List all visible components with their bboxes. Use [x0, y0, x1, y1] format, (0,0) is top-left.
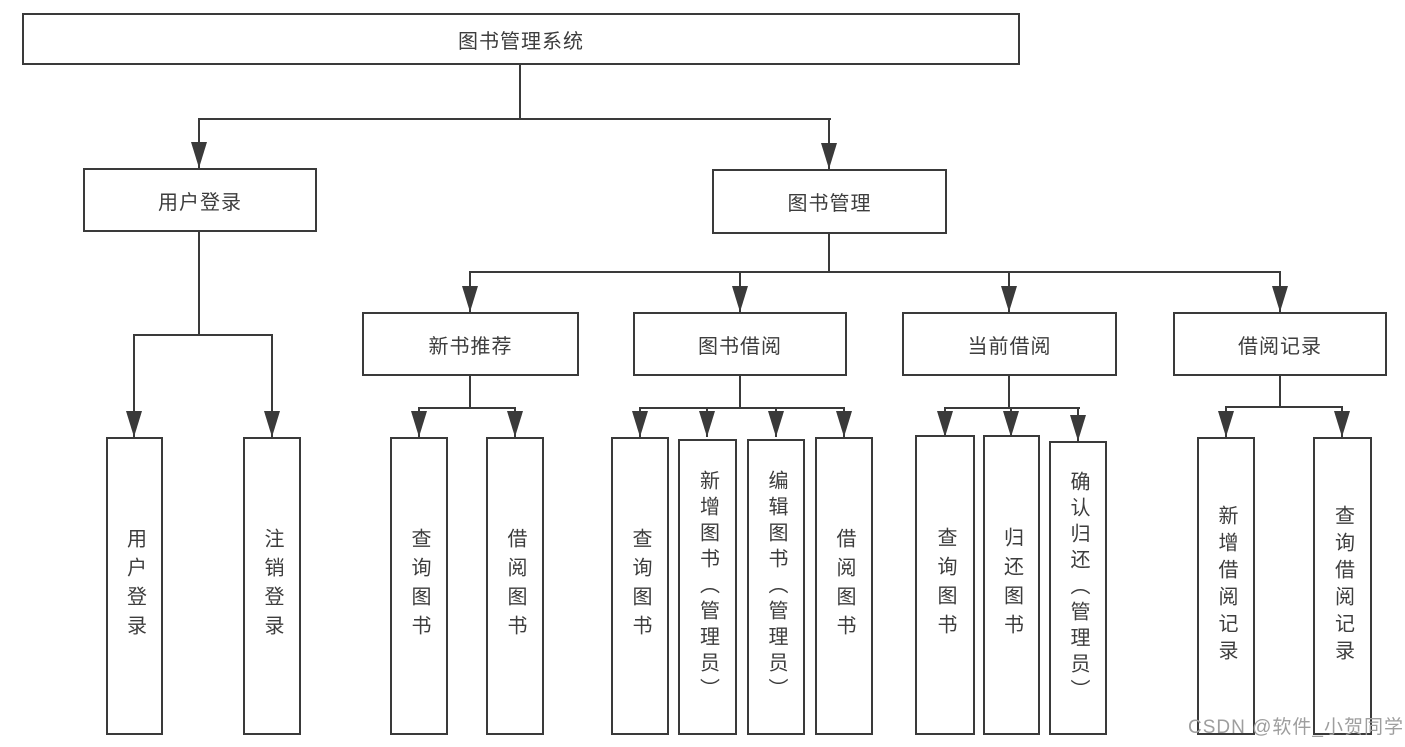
leaf-nbr-query-books: 查询图书	[390, 437, 448, 735]
leaf-br-add-record-label: 新增借阅记录	[1215, 505, 1237, 667]
arrow-down-icon	[126, 411, 142, 437]
leaf-br-add-record: 新增借阅记录	[1197, 437, 1255, 735]
node-user-login-label: 用户登录	[158, 191, 242, 214]
leaf-cb-confirm-return: 确认归还（管理员）	[1049, 441, 1107, 735]
arrow-down-icon	[937, 411, 953, 437]
node-new-book-rec: 新书推荐	[362, 312, 579, 376]
leaf-logout: 注销登录	[243, 437, 301, 735]
node-root: 图书管理系统	[22, 13, 1020, 65]
leaf-cb-query-books-label: 查询图书	[934, 527, 956, 643]
node-current-borrow-label: 当前借阅	[967, 335, 1052, 358]
leaf-br-query-record-label: 查询借阅记录	[1331, 505, 1354, 667]
arrow-down-icon	[699, 411, 715, 437]
arrow-down-icon	[264, 411, 280, 437]
leaf-logout-label: 注销登录	[261, 528, 283, 644]
arrow-down-icon	[191, 142, 207, 168]
leaf-cb-return-books: 归还图书	[983, 435, 1040, 735]
csdn-watermark: CSDN @软件_小贺同学	[1188, 717, 1404, 738]
leaf-nbr-query-books-label: 查询图书	[408, 528, 430, 644]
arrow-down-icon	[768, 411, 784, 437]
arrow-down-icon	[1218, 411, 1234, 437]
node-book-mgmt-label: 图书管理	[787, 193, 872, 215]
node-book-borrow-label: 图书借阅	[698, 335, 782, 358]
node-new-book-rec-label: 新书推荐	[428, 335, 513, 358]
arrow-down-icon	[836, 411, 852, 437]
leaf-user-login-label: 用户登录	[123, 528, 146, 644]
leaf-bb-query-books-label: 查询图书	[629, 528, 651, 644]
arrow-down-icon	[1003, 411, 1019, 437]
leaf-bb-query-books: 查询图书	[611, 437, 669, 735]
node-current-borrow: 当前借阅	[902, 312, 1117, 376]
node-book-borrow: 图书借阅	[633, 312, 847, 376]
node-root-label: 图书管理系统	[458, 30, 584, 53]
leaf-nbr-borrow-books-label: 借阅图书	[504, 528, 526, 644]
arrow-down-icon	[1001, 286, 1017, 312]
leaf-user-login: 用户登录	[106, 437, 163, 735]
arrow-down-icon	[632, 411, 648, 437]
leaf-bb-add-books: 新增图书（管理员）	[678, 439, 737, 735]
arrow-down-icon	[1334, 411, 1350, 437]
node-borrow-records: 借阅记录	[1173, 312, 1387, 376]
leaf-cb-query-books: 查询图书	[915, 435, 975, 735]
arrow-down-icon	[821, 143, 837, 169]
arrow-down-icon	[507, 411, 523, 437]
arrow-down-icon	[411, 411, 427, 437]
leaf-bb-edit-books-label: 编辑图书（管理员）	[765, 470, 787, 704]
node-book-mgmt: 图书管理	[712, 169, 947, 234]
node-borrow-records-label: 借阅记录	[1238, 335, 1322, 358]
leaf-bb-borrow-books-label: 借阅图书	[833, 528, 855, 644]
arrow-down-icon	[732, 286, 748, 312]
leaf-bb-add-books-label: 新增图书（管理员）	[696, 470, 719, 704]
leaf-bb-borrow-books: 借阅图书	[815, 437, 873, 735]
leaf-nbr-borrow-books: 借阅图书	[486, 437, 544, 735]
arrow-down-icon	[1272, 286, 1288, 312]
leaf-bb-edit-books: 编辑图书（管理员）	[747, 439, 805, 735]
arrow-down-icon	[1070, 415, 1086, 441]
leaf-br-query-record: 查询借阅记录	[1313, 437, 1372, 735]
node-user-login: 用户登录	[83, 168, 317, 232]
leaf-cb-return-books-label: 归还图书	[1000, 527, 1023, 643]
leaf-cb-confirm-return-label: 确认归还（管理员）	[1067, 471, 1089, 705]
arrow-down-icon	[462, 286, 478, 312]
